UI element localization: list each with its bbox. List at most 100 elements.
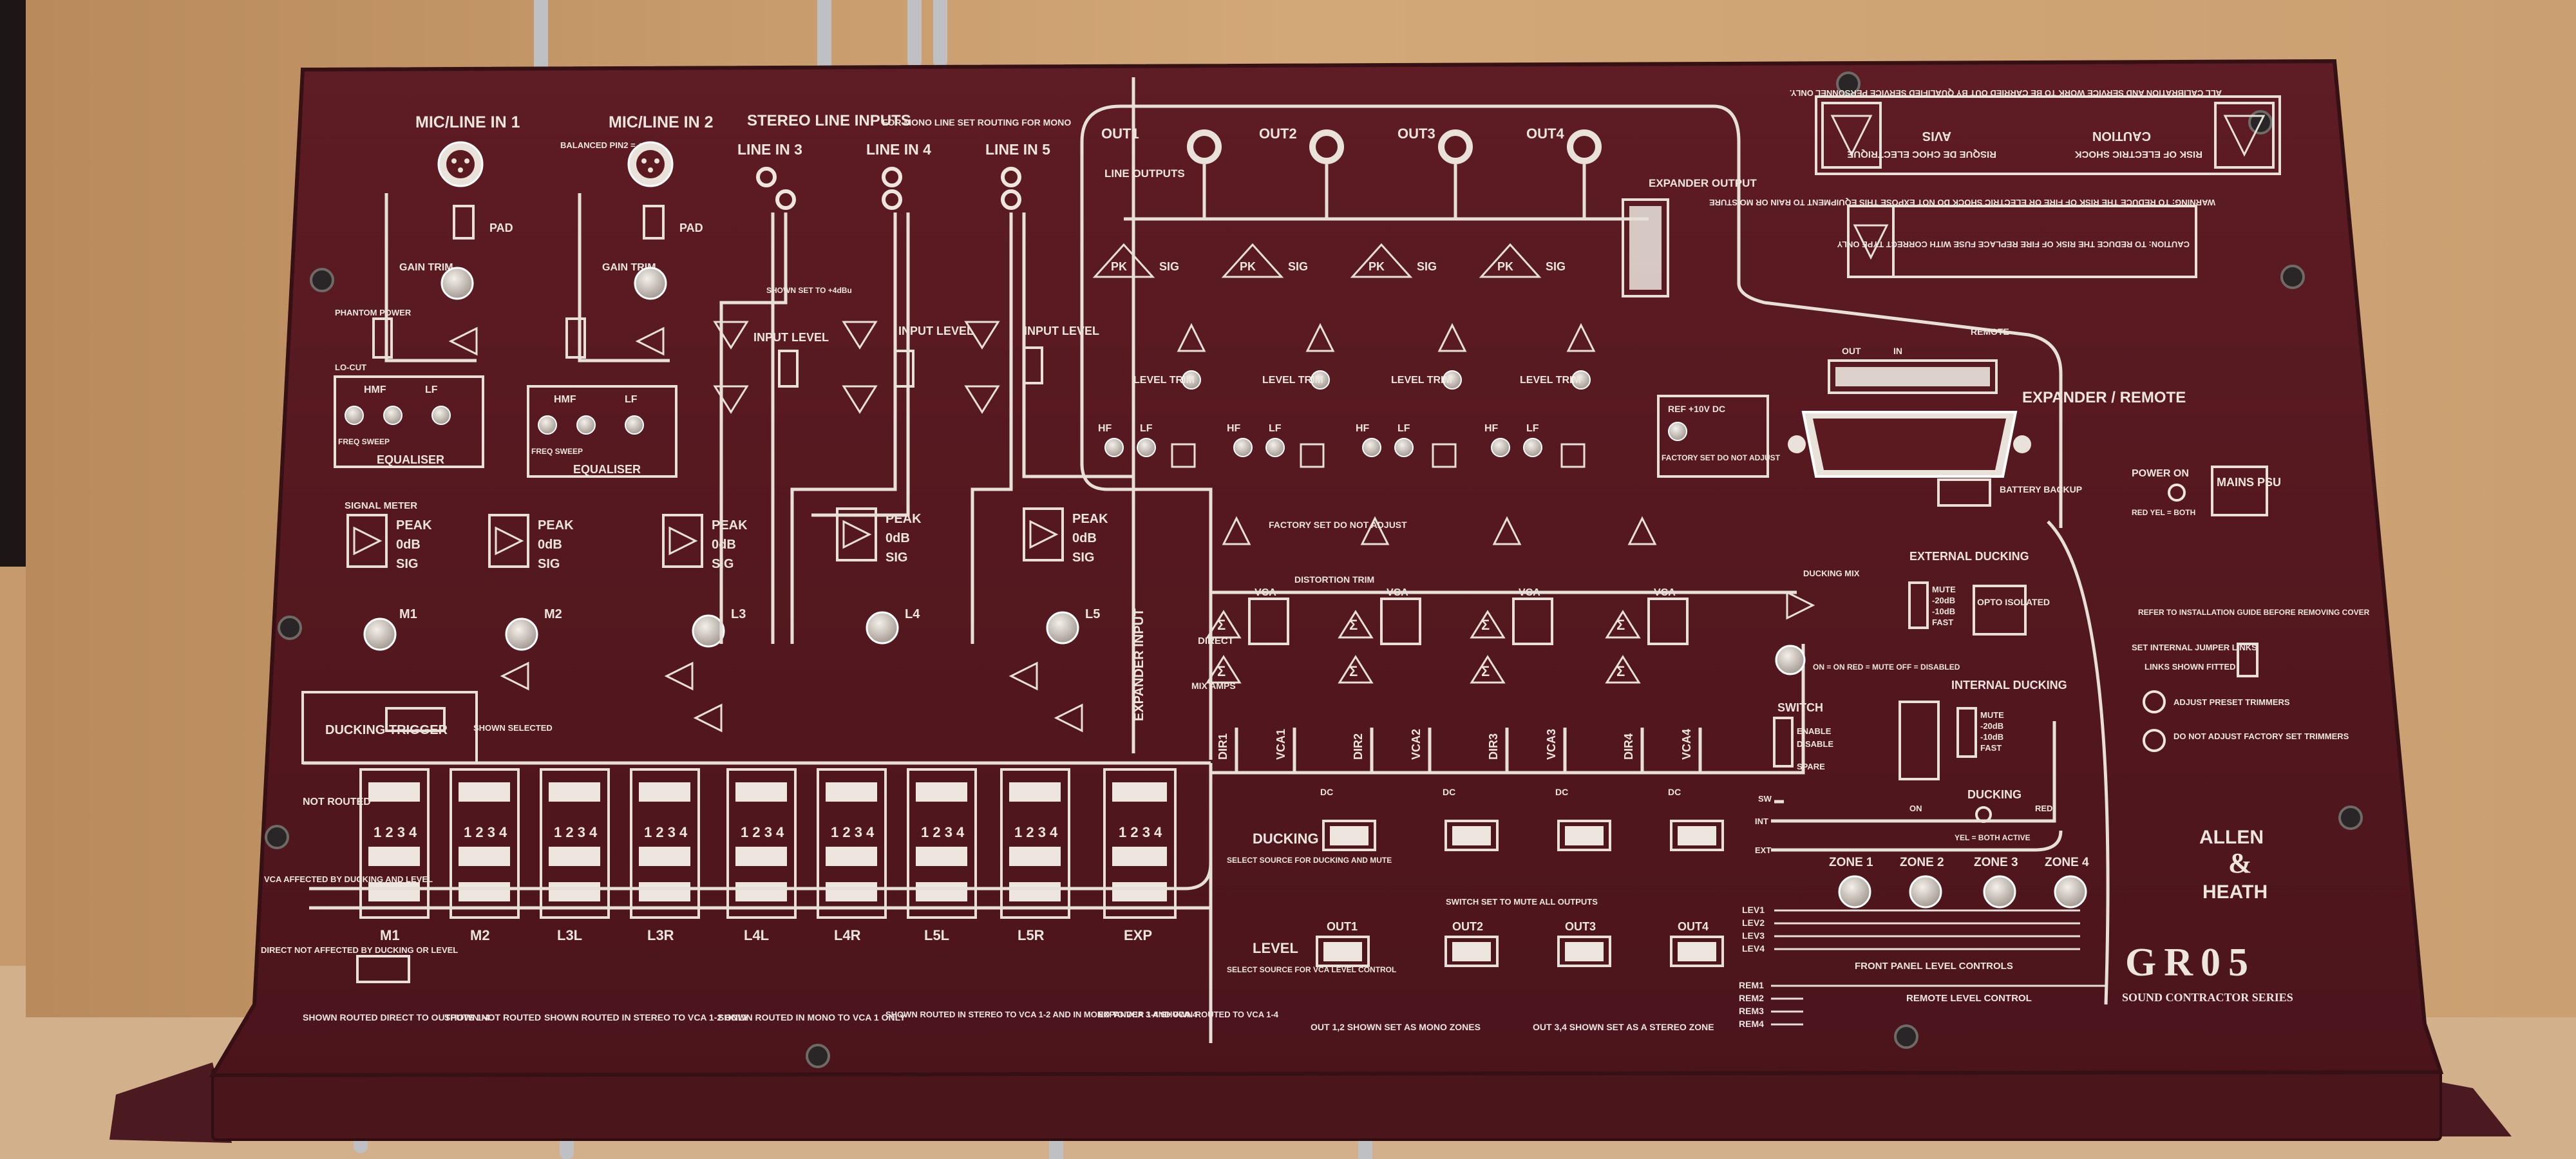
stereo-line-note: FOR MONO LINE SET ROUTING FOR MONO [882, 117, 1071, 127]
xlr-out-2[interactable] [1309, 129, 1344, 164]
line-in-4-label: LINE IN 4 [866, 141, 931, 158]
svg-text:Σ: Σ [1616, 663, 1625, 679]
hf-lf-trims[interactable] [1104, 438, 1542, 457]
svg-text:PEAK: PEAK [538, 518, 574, 532]
factory-trimmer-icon [2143, 729, 2166, 752]
expander-remote-title: EXPANDER / REMOTE [2022, 389, 2186, 406]
expander-output-label: EXPANDER OUTPUT [1649, 177, 1757, 189]
on-label: ON [1909, 804, 1922, 813]
footer-note-1: SHOWN ROUTED DIRECT TO OUTPUTS 1-4 [303, 1012, 490, 1022]
eq-knobs-2[interactable] [538, 415, 644, 435]
sig-label-1: SIG [1159, 260, 1179, 273]
gain-trim-knob-1[interactable] [440, 267, 474, 300]
out-label-exp: OUT [1842, 346, 1861, 356]
xlr-socket-2[interactable] [627, 141, 674, 187]
remote-label: REMOTE [1971, 326, 2009, 337]
ducking-trigger-switch[interactable] [385, 707, 446, 732]
direct-switch[interactable] [356, 955, 410, 983]
routing-switch-banks[interactable]: 1 2 3 4 1 2 3 4 1 2 3 4 1 2 3 4 1 2 3 4 … [359, 768, 1177, 919]
svg-text:1 2 3 4: 1 2 3 4 [741, 824, 784, 840]
lev1-label: LEV1 [1742, 905, 1765, 915]
svg-text:0dB: 0dB [712, 538, 736, 552]
internal-ducking-switch[interactable] [1956, 707, 1977, 758]
front-lip [211, 1068, 2442, 1141]
sig-label-4: SIG [1546, 260, 1566, 273]
remote-switch-bank[interactable] [1828, 359, 1998, 394]
pk-label-2: PK [1240, 260, 1256, 273]
meter-label-l3: L3 [731, 607, 746, 621]
svg-text:Σ: Σ [1481, 663, 1490, 679]
ref-trimmer[interactable] [1668, 422, 1687, 441]
level-trim-label-3: LEVEL TRIM [1391, 375, 1452, 386]
vca3-label: VCA3 [1545, 729, 1558, 760]
enable-switch[interactable] [1773, 717, 1794, 768]
warning-labels: CAUTION RISK OF ELECTRIC SHOCK AVIS RISQ… [1709, 88, 2281, 278]
xlr-out-4[interactable] [1567, 129, 1602, 164]
lf-label-out-2: LF [1269, 423, 1282, 434]
svg-text:PEAK: PEAK [396, 518, 432, 532]
remote-level-control-label: REMOTE LEVEL CONTROL [1906, 993, 2032, 1004]
caution-title: CAUTION [2092, 129, 2151, 143]
int-label: INT [1755, 816, 1768, 826]
power-on-label: POWER ON [2132, 468, 2189, 479]
dc-label-3: DC [1555, 787, 1568, 797]
gain-trim-knob-2[interactable] [634, 267, 667, 300]
expander-output-bank[interactable] [1622, 198, 1669, 297]
pad-switch-1[interactable] [453, 205, 475, 240]
channel-label-l4r: L4R [834, 927, 861, 943]
battery-switch[interactable] [1937, 478, 1991, 507]
rem-traces [1771, 985, 2106, 1026]
zone-knobs[interactable] [1838, 875, 2087, 909]
rem4-label: REM4 [1739, 1019, 1764, 1029]
channel-label-l3r: L3R [647, 927, 674, 943]
level-trim-label-4: LEVEL TRIM [1520, 375, 1581, 386]
eq-knobs-1[interactable] [345, 406, 451, 425]
ducking-select-section: DUCKING SELECT SOURCE FOR DUCKING AND MU… [1209, 787, 1724, 1043]
gain-trim-label-1: GAIN TRIM [399, 262, 453, 273]
level-select-switches[interactable] [1316, 936, 1724, 967]
ducking-select-switches[interactable] [1322, 820, 1724, 851]
phantom-switch-1[interactable] [372, 317, 393, 359]
lf-label-out-4: LF [1526, 423, 1539, 434]
svg-text:Σ: Σ [1217, 617, 1226, 633]
external-ducking-label: EXTERNAL DUCKING [1909, 550, 2029, 563]
rca-line-in-5[interactable] [1001, 167, 1021, 210]
xlr-out-3[interactable] [1438, 129, 1473, 164]
lf-label-2: LF [625, 394, 638, 405]
db25-connector[interactable] [1788, 411, 2031, 478]
input-level-switch-3[interactable] [778, 350, 799, 388]
lf-label-out-3: LF [1397, 423, 1410, 434]
rca-line-in-3[interactable] [756, 167, 796, 210]
front-panel-controls-label: FRONT PANEL LEVEL CONTROLS [1855, 961, 2013, 972]
xlr-out-1[interactable] [1187, 129, 1222, 164]
ducking-switch-led[interactable] [1775, 645, 1806, 675]
distortion-trim-label: DISTORTION TRIM [1294, 574, 1374, 585]
channel-label-l4l: L4L [744, 927, 769, 943]
direct-not-affected-label: DIRECT NOT AFFECTED BY DUCKING OR LEVEL [261, 945, 458, 955]
meter-knobs[interactable] [363, 611, 1079, 651]
int-10db-label: -10dB [1980, 732, 2003, 742]
external-ducking-switch[interactable] [1908, 581, 1929, 629]
rca-line-in-4[interactable] [882, 167, 902, 210]
output-traces [1124, 164, 1805, 775]
svg-text:1 2 3 4: 1 2 3 4 [1119, 824, 1162, 840]
rem1-label: REM1 [1739, 980, 1764, 990]
mains-psu-label: MAINS PSU [2217, 476, 2281, 489]
svg-text:0dB: 0dB [1072, 531, 1097, 545]
int-fast-label: FAST [1980, 743, 2002, 753]
model-label: GR05 [2125, 941, 2256, 985]
out1-select-label: OUT1 [1327, 920, 1358, 933]
hf-label-3: HF [1356, 423, 1370, 434]
pad-switch-2[interactable] [643, 205, 665, 240]
xlr-socket-1[interactable] [437, 141, 484, 187]
ref-label: REF +10V DC [1668, 404, 1725, 414]
mix-amps-label: MIX AMPS [1191, 681, 1236, 691]
phantom-switch-2[interactable] [565, 317, 586, 359]
sw-label: SW [1758, 794, 1772, 804]
channel-label-m2: M2 [470, 927, 490, 943]
hmf-label-2: HMF [554, 394, 576, 405]
dir4-label: DIR4 [1622, 733, 1635, 760]
meter-label-m2: M2 [544, 607, 562, 621]
level-trims[interactable] [1182, 370, 1591, 390]
